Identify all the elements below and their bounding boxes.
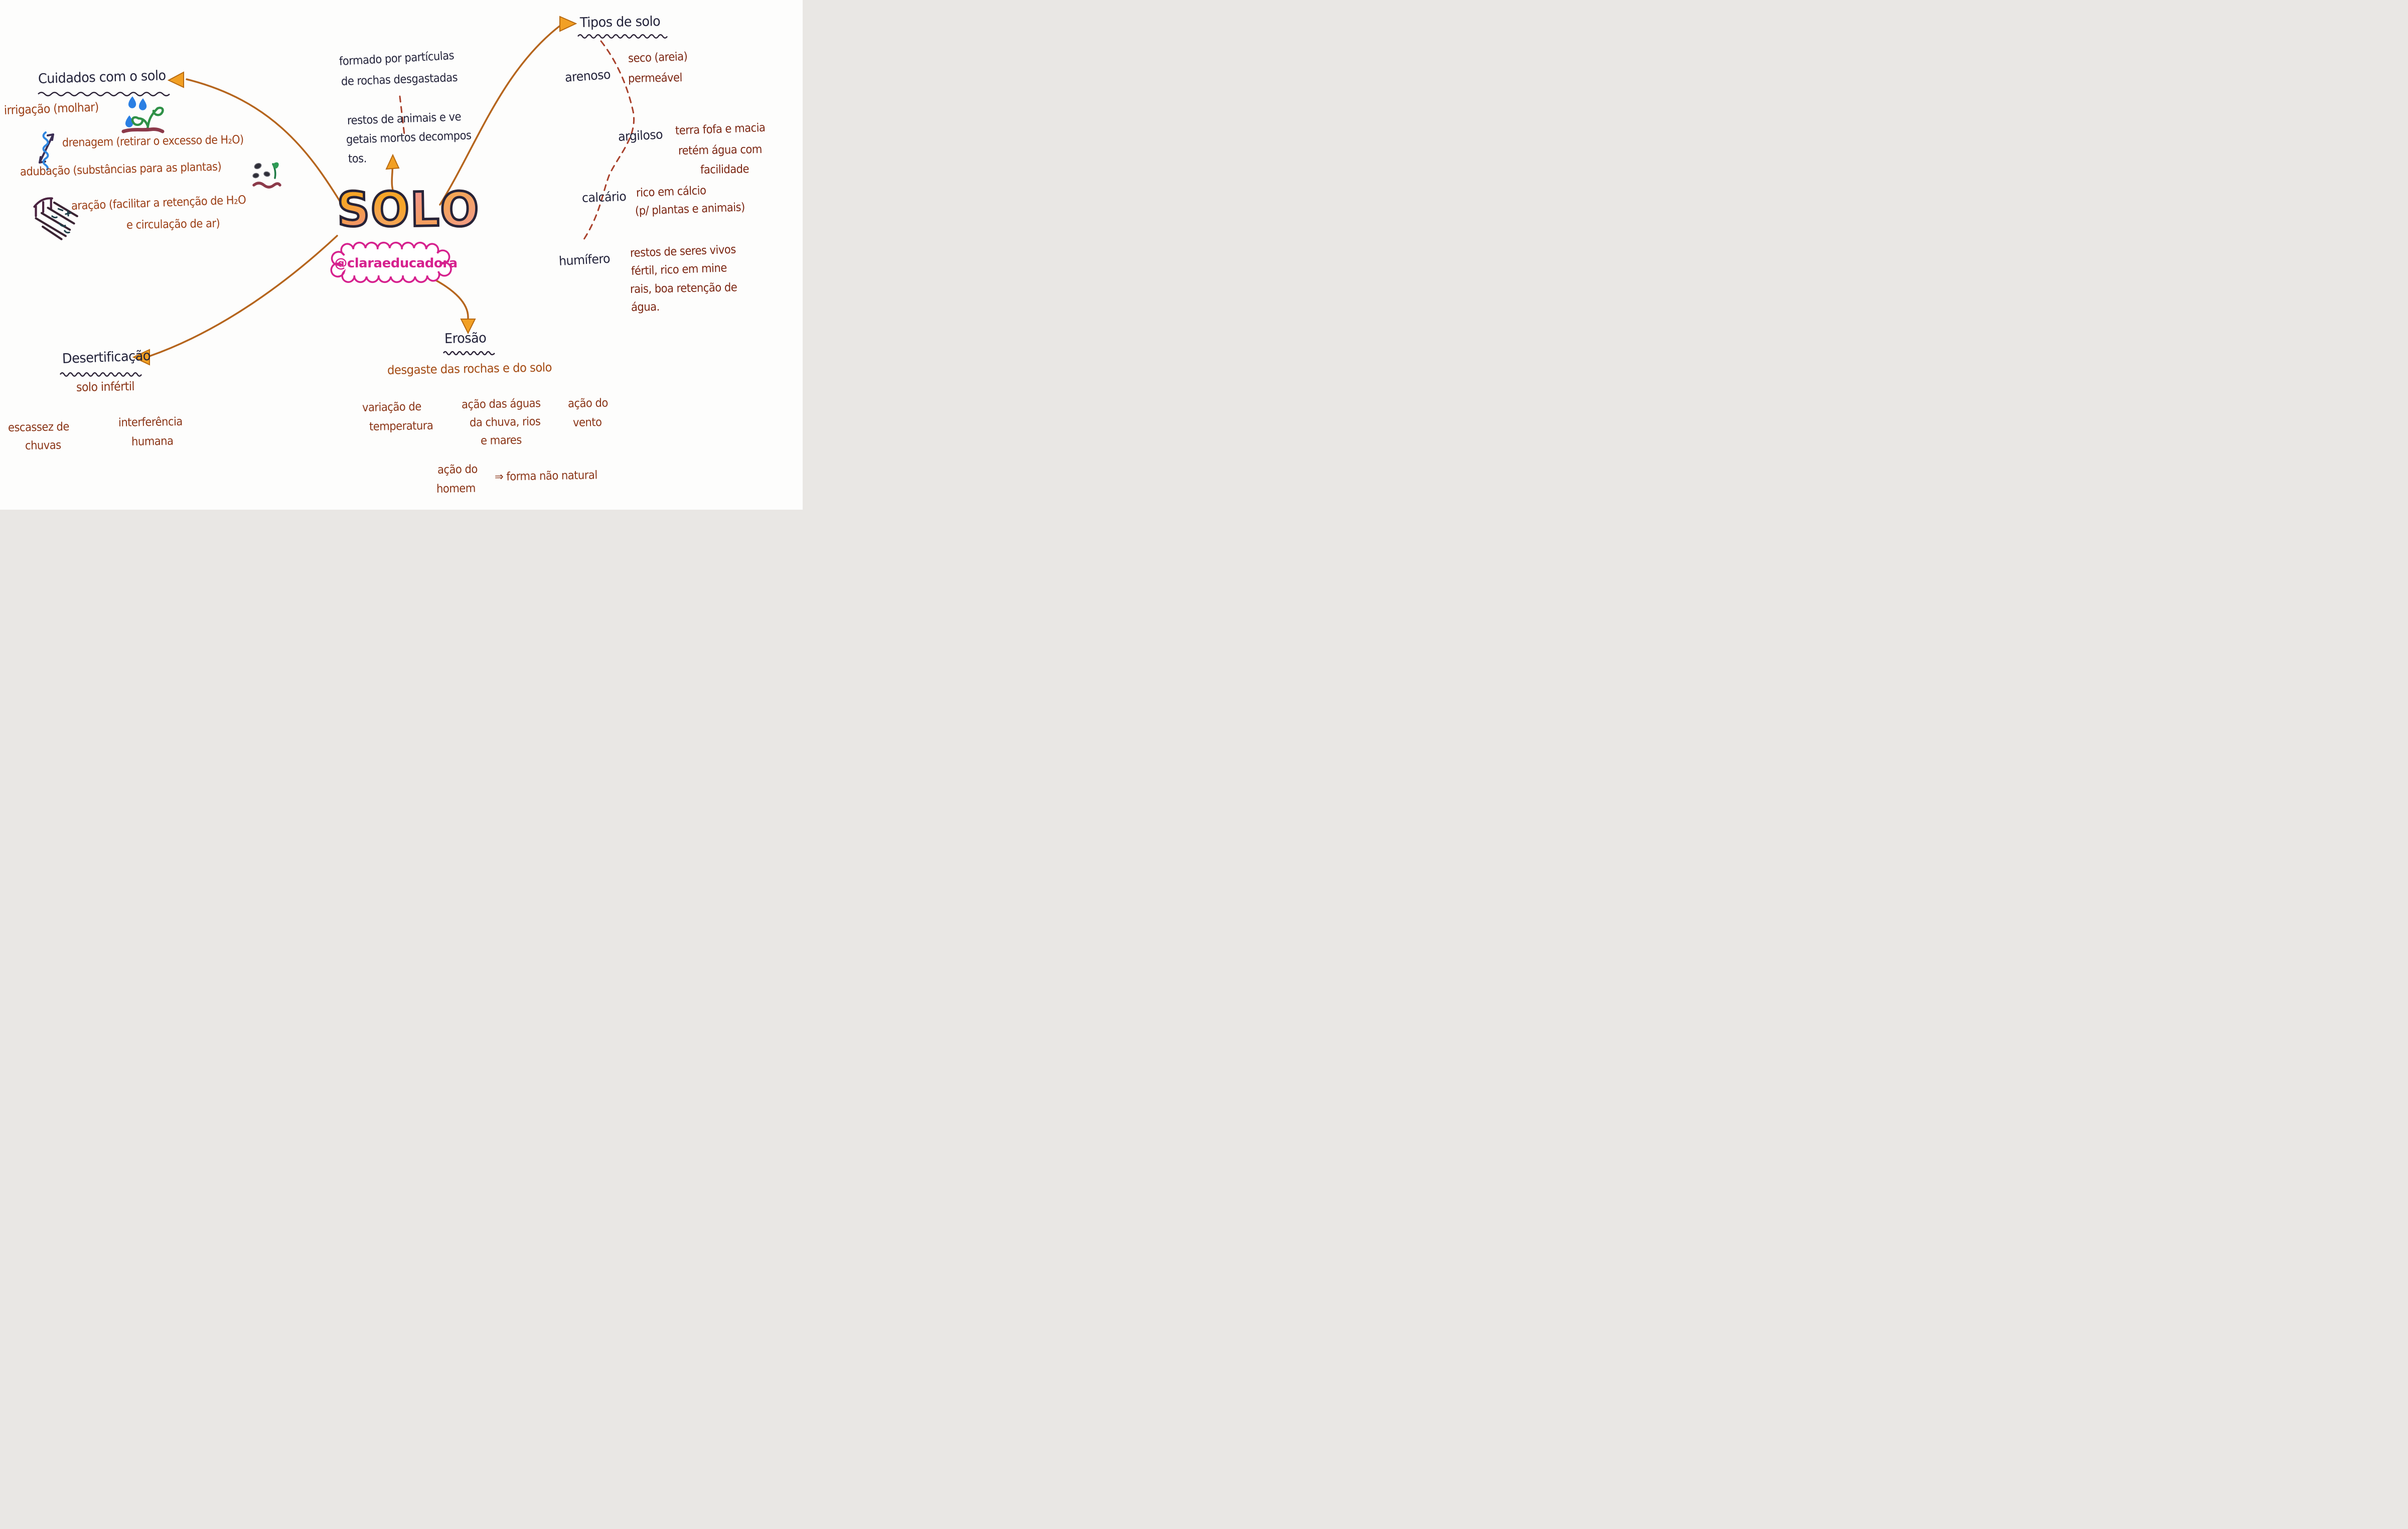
cloud-border-icon xyxy=(330,241,452,283)
causa-chuvas-line2: chuvas xyxy=(25,438,61,452)
definition-organic-line1: restos de animais e ve xyxy=(347,110,462,127)
plow-icon xyxy=(33,197,78,240)
aracao-label-line2: e circulação de ar) xyxy=(126,217,220,232)
wavy-underline xyxy=(443,350,495,356)
arenoso-desc-line1: seco (areia) xyxy=(628,50,688,65)
handle-cloud: @claraeducadora xyxy=(330,241,460,284)
causa-aguas-line1: ação das águas xyxy=(461,397,541,411)
tipo-humifero-label: humífero xyxy=(558,251,611,268)
irrigation-icon xyxy=(121,96,165,133)
tipo-arenoso-label: arenoso xyxy=(564,67,611,85)
humifero-desc-line1: restos de seres vivos xyxy=(630,243,736,260)
causa-homem-line2: homem xyxy=(436,482,476,496)
argiloso-desc-line3: facilidade xyxy=(700,163,749,177)
causa-temperatura-line1: variação de xyxy=(362,400,421,414)
erosao-title: Erosão xyxy=(444,330,487,347)
calcario-desc-line2: (p/ plantas e animais) xyxy=(635,201,745,218)
seeds-sprout-icon xyxy=(252,162,281,189)
arrowhead-tipos-icon xyxy=(559,16,577,32)
desertificacao-title: Desertificação xyxy=(62,348,151,367)
cuidados-title: Cuidados com o solo xyxy=(38,68,166,87)
solo-logo: SOLO xyxy=(336,181,481,239)
drenagem-label: drenagem (retirar o excesso de H₂O) xyxy=(62,133,244,149)
instagram-handle: @claraeducadora xyxy=(334,256,458,271)
logo-letter: S xyxy=(336,181,373,239)
tipo-argiloso-label: argiloso xyxy=(618,127,663,144)
erosao-nota: ⇒ forma não natural xyxy=(494,469,597,484)
logo-letter: L xyxy=(408,181,441,239)
causa-vento-line2: vento xyxy=(572,415,602,429)
connector-desertificacao xyxy=(148,235,338,357)
logo-letter: O xyxy=(369,181,412,239)
arenoso-desc-line2: permeável xyxy=(628,71,683,85)
argiloso-desc-line2: retém água com xyxy=(678,143,763,158)
definition-organic-line3: tos. xyxy=(348,152,367,166)
desertificacao-subtitle: solo infértil xyxy=(76,379,135,394)
calcario-desc-line1: rico em cálcio xyxy=(636,184,706,200)
wavy-underline xyxy=(578,33,667,40)
aracao-label-line1: aração (facilitar a retenção de H₂O xyxy=(71,193,246,213)
drainage-icon xyxy=(39,131,54,171)
irrigacao-label: irrigação (molhar) xyxy=(4,100,99,117)
arrowhead-cuidados-icon xyxy=(167,71,184,88)
definition-organic-line2: getais mortos decompos xyxy=(346,129,472,146)
definition-particles-line1: formado por partículas xyxy=(339,49,455,68)
tipos-title: Tipos de solo xyxy=(579,14,661,31)
wavy-underline xyxy=(38,91,170,97)
causa-aguas-line3: e mares xyxy=(480,433,522,447)
logo-letter: O xyxy=(438,181,481,239)
mindmap-canvas: formado por partículas de rochas desgast… xyxy=(0,0,803,510)
causa-temperatura-line2: temperatura xyxy=(369,419,433,433)
humifero-desc-line4: água. xyxy=(631,300,660,314)
humifero-desc-line3: rais, boa retenção de xyxy=(630,281,737,296)
causa-humana-line1: interferência xyxy=(118,415,183,429)
causa-humana-line2: humana xyxy=(131,434,174,448)
causa-aguas-line2: da chuva, rios xyxy=(469,415,541,429)
causa-chuvas-line1: escassez de xyxy=(8,420,70,434)
causa-vento-line1: ação do xyxy=(567,396,608,410)
wavy-underline xyxy=(60,371,141,378)
humifero-desc-line2: fértil, rico em mine xyxy=(631,261,727,278)
definition-particles-line2: de rochas desgastadas xyxy=(341,71,458,88)
erosao-subtitle: desgaste das rochas e do solo xyxy=(387,360,552,377)
causa-homem-line1: ação do xyxy=(437,463,478,477)
argiloso-desc-line1: terra fofa e macia xyxy=(675,121,766,137)
arrowhead-definition-icon xyxy=(385,154,400,170)
tipo-calcario-label: calcário xyxy=(581,189,627,205)
